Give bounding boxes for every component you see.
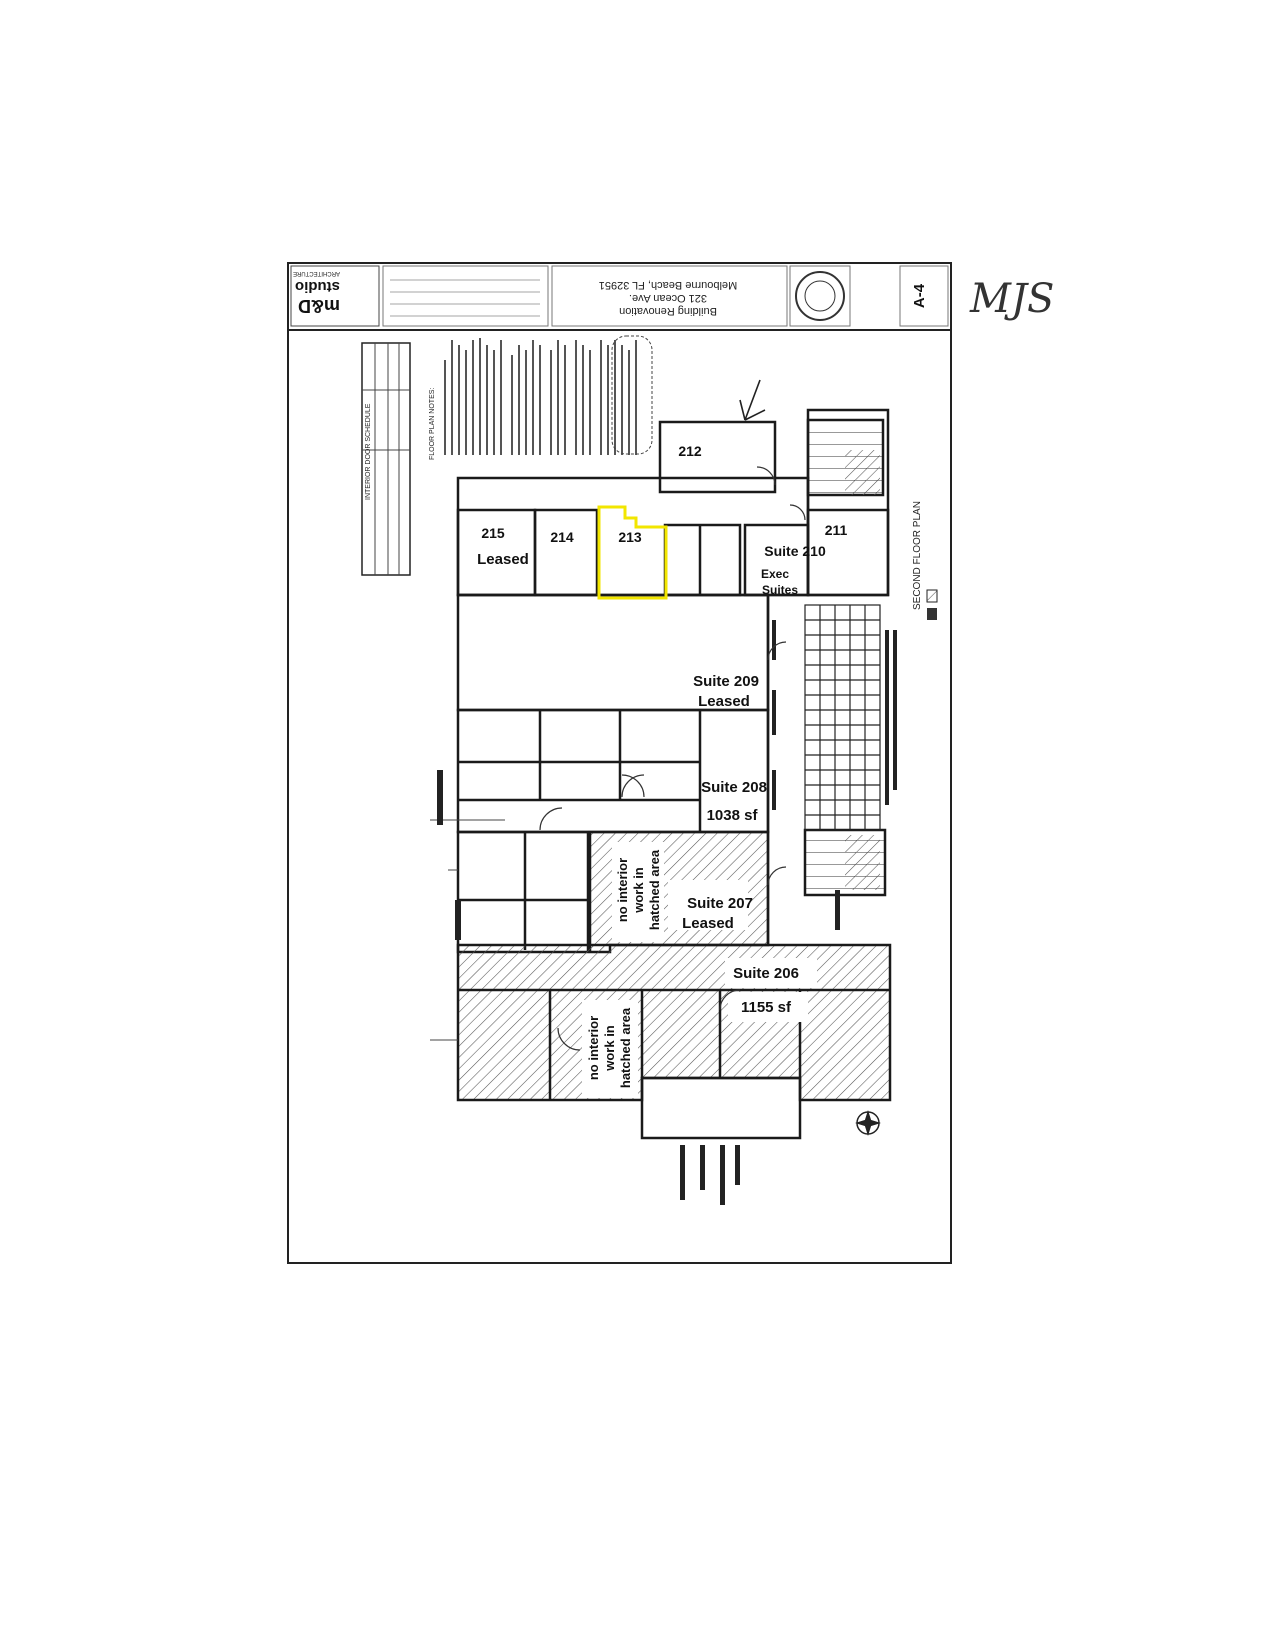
suite-209-label: Suite 209 [693, 673, 759, 690]
hatch-note-206-line-3: hatched area [618, 1007, 633, 1088]
floor-plan-notes: FLOOR PLAN NOTES: [429, 335, 653, 460]
sheet-title: SECOND FLOOR PLAN [912, 501, 923, 610]
suite-210 [743, 523, 810, 597]
suite-210-label: Suite 210 [764, 543, 826, 559]
door-schedule: INTERIOR DOOR SCHEDULE [361, 342, 411, 576]
exterior-stair [804, 604, 881, 831]
engineer-seal-icon [795, 271, 845, 321]
suite-206-label: Suite 206 [733, 965, 799, 982]
room-213-label: 213 [618, 529, 642, 545]
title-block: m&D studio ARCHITECTURE Building Renovat… [290, 265, 949, 327]
room-215-label: 215 [481, 525, 505, 541]
address-line-1: 321 Ocean Ave. [629, 292, 707, 304]
restroom-upper [663, 523, 742, 597]
restroom-lower [456, 830, 590, 954]
suite-206-area: 1155 sf [741, 999, 792, 1016]
project-title: Building Renovation [619, 305, 717, 317]
room-215-status: Leased [477, 551, 529, 568]
suite-210-line-2: Suites [762, 583, 798, 597]
legend-hatch-swatch [926, 589, 938, 603]
firm-subtitle: ARCHITECTURE [293, 270, 340, 276]
notes-heading: FLOOR PLAN NOTES: [429, 388, 436, 460]
room-214-label: 214 [550, 529, 574, 545]
hatch-note-207-line-3: hatched area [647, 849, 662, 930]
suite-207-status: Leased [682, 915, 734, 932]
handwritten-initials: MJS [969, 276, 1054, 322]
hatch-note-206-line-2: work in [602, 1025, 617, 1072]
hatch-note-207-line-1: no interior [615, 858, 630, 922]
north-arrow-icon [855, 1110, 881, 1136]
suite-208-area: 1038 sf [707, 807, 759, 824]
sheet-border [287, 262, 952, 1264]
hatch-note-206-line-1: no interior [586, 1016, 601, 1080]
room-212-label: 212 [678, 443, 702, 459]
sheet-number: A-4 [911, 283, 928, 308]
room-211-label: 211 [825, 522, 848, 538]
firm-name: studio [295, 278, 340, 295]
suite-210-line-1: Exec [761, 567, 789, 581]
firm-logo: m&D [298, 296, 340, 316]
suite-208-label: Suite 208 [701, 779, 767, 796]
room-213-highlight [597, 505, 668, 600]
room-214 [533, 508, 599, 597]
address-line-2: Melbourne Beach, FL 32951 [599, 279, 737, 291]
suite-207-label: Suite 207 [687, 895, 753, 912]
legend-solid-swatch [927, 608, 937, 620]
arrow-annotation-icon [739, 379, 766, 421]
suite-209-status: Leased [698, 693, 750, 710]
room-212 [658, 420, 777, 494]
schedule-title: INTERIOR DOOR SCHEDULE [365, 403, 372, 500]
hatch-note-207-line-2: work in [631, 867, 646, 914]
